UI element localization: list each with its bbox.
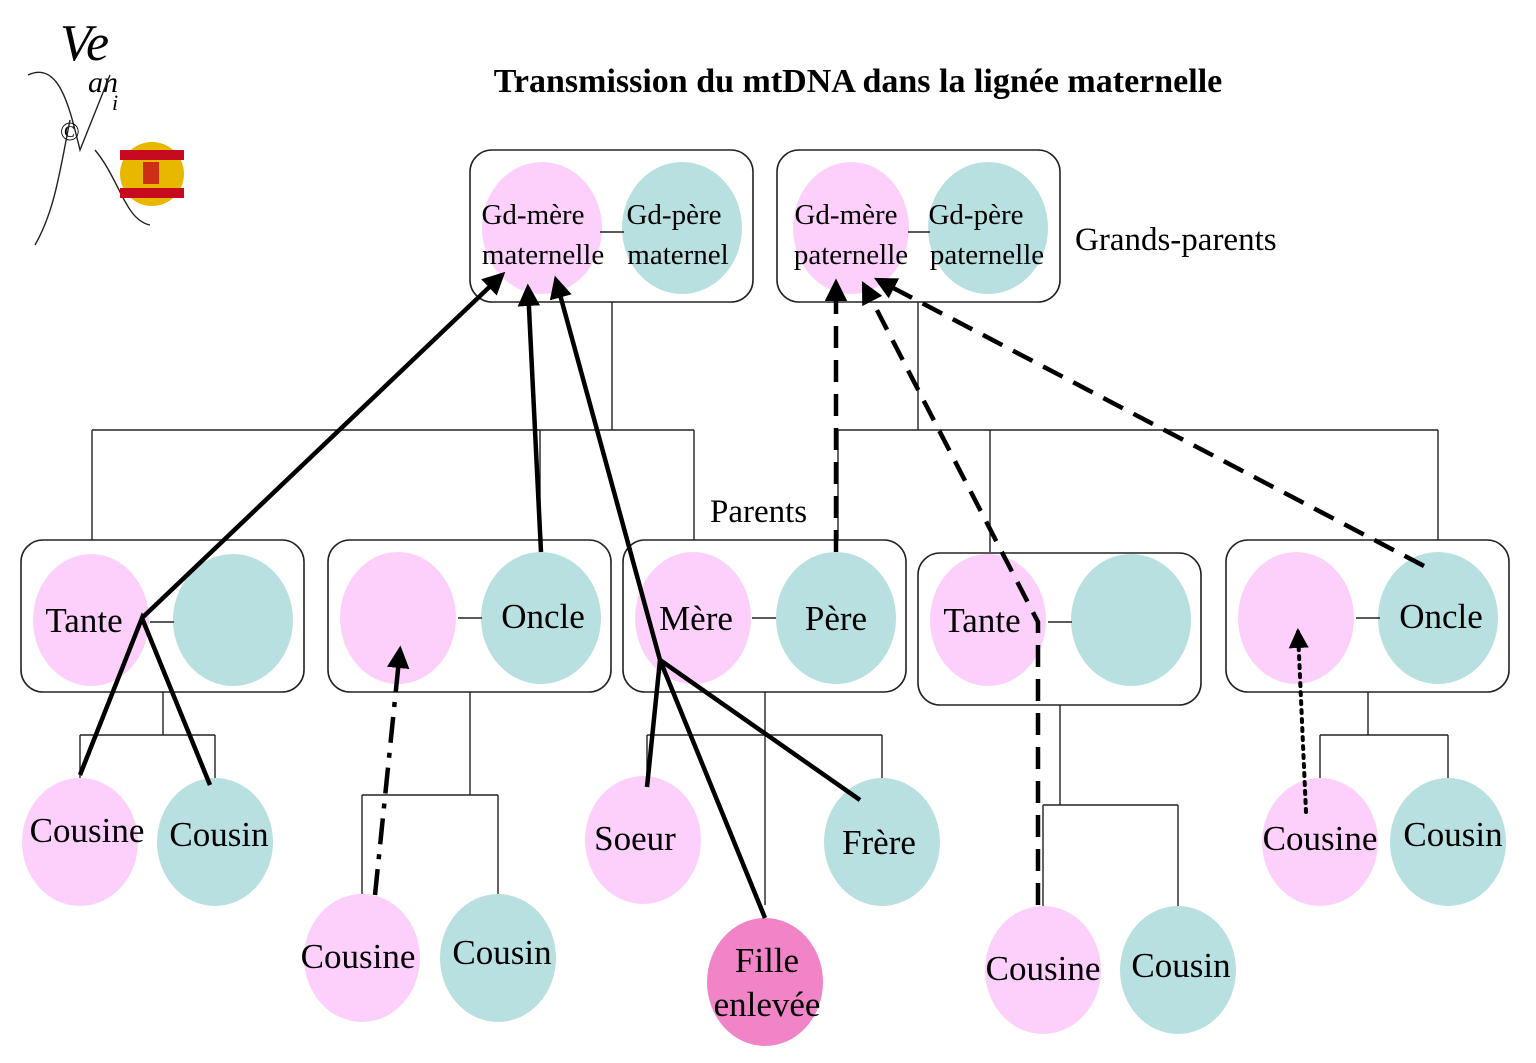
cousin-4-node [1120, 906, 1236, 1034]
cousine-2-node [304, 894, 420, 1022]
cousin-1-label: Cousin [169, 815, 268, 854]
tante-paternal-node [930, 554, 1046, 686]
cousine-4-node [985, 906, 1101, 1034]
cousin-1-node [157, 778, 273, 906]
soeur-node [585, 776, 701, 904]
maternal-grandfather-label-1: Gd-père [626, 199, 721, 231]
paternal-grandmother-label-2: paternelle [794, 239, 908, 271]
couple3-man-label: Père [805, 599, 867, 638]
cousin-2-label: Cousin [452, 933, 551, 972]
cousine-5-node [1262, 778, 1378, 906]
aunt-by-marriage-paternal-node [1238, 552, 1354, 684]
maternal-grandfather-node [622, 162, 742, 294]
uncle-by-marriage-node [173, 554, 293, 686]
cousin-5-node [1390, 778, 1506, 906]
oncle-paternal-node [1378, 552, 1498, 684]
diagram-title: Transmission du mtDNA dans la lignée mat… [494, 63, 1223, 100]
maternal-grandmother-label-2: maternelle [482, 239, 604, 271]
couple2-man-label: Oncle [501, 597, 585, 636]
paternal-grandfather-label-2: paternelle [930, 239, 1044, 271]
paternal-grandmother-node [793, 162, 909, 294]
paternal-grandfather-label-1: Gd-père [928, 199, 1023, 231]
logo-i: i [112, 90, 118, 115]
maternal-grandmother-label-1: Gd-mère [481, 199, 584, 231]
couple4-woman-label: Tante [943, 601, 1020, 640]
soeur-label: Soeur [594, 819, 676, 858]
parents-generation-label: Parents [710, 494, 807, 530]
cousine-to-mother-arrow [1288, 628, 1309, 814]
cousin-5-label: Cousin [1403, 815, 1502, 854]
maternal-grandmother-node [482, 162, 602, 294]
aunt-by-marriage-node [340, 552, 456, 684]
oncle-maternal-node [481, 552, 601, 684]
couple3-woman-label: Mère [659, 599, 733, 638]
paternal-grandfather-node [928, 162, 1048, 294]
mere-node [635, 552, 751, 684]
logo-ve: Ve [60, 15, 109, 72]
tante-to-grandmother-arrow [140, 271, 506, 620]
maternal-grandfather-label-2: maternel [627, 239, 728, 271]
couple5-man-label: Oncle [1399, 597, 1483, 636]
cousin-4-label: Cousin [1131, 946, 1230, 985]
tante-maternal-node [33, 554, 149, 686]
cousine-2-label: Cousine [301, 937, 416, 976]
cousine-to-paternal-grandmother-arrow [861, 281, 1041, 905]
logo-v-stroke [27, 71, 111, 153]
cousine-4-label: Cousine [986, 949, 1101, 988]
mere-to-frere-line [658, 658, 862, 802]
fille-enlevee-node [707, 918, 823, 1046]
mere-to-grandmother-arrow [549, 275, 663, 661]
frere-node [824, 778, 940, 906]
cousine-1-node [22, 778, 138, 906]
paternal-grandmother-label-1: Gd-mère [794, 199, 897, 231]
fille-enlevee-label-2: enlevée [714, 985, 821, 1024]
cousin-2-node [440, 894, 556, 1022]
mtdna-arrows [77, 271, 1426, 919]
logo: Ve an i © [27, 15, 184, 246]
oncle-to-grandmother-arrow [517, 283, 544, 553]
oncle-to-paternal-grandmother-arrow [874, 277, 1426, 568]
grandparents-generation-label: Grands-parents [1075, 222, 1277, 258]
copyright-icon: © [60, 117, 80, 146]
cousine-to-aunt-arrow [372, 645, 410, 896]
cousine-5-label: Cousine [1263, 819, 1378, 858]
frere-label: Frère [842, 823, 916, 862]
pere-node [776, 552, 896, 684]
cousine-1-label: Cousine [30, 811, 145, 850]
uncle-by-marriage-paternal-node [1071, 554, 1191, 686]
fille-enlevee-label-1: Fille [735, 941, 799, 980]
couple1-woman-label: Tante [45, 601, 122, 640]
